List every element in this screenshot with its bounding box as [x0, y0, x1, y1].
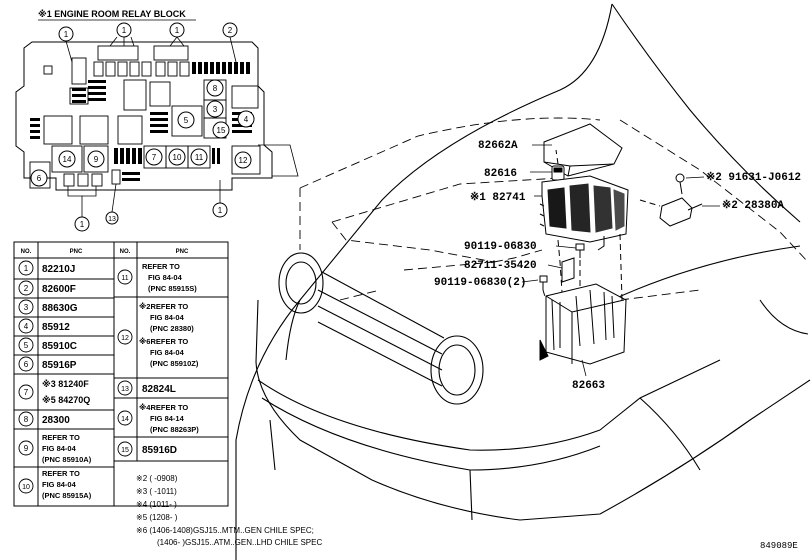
note-2: ※2 ( -0908): [136, 474, 178, 483]
row-2-no: 2: [24, 284, 29, 293]
callout-6[interactable]: 6: [37, 174, 42, 183]
row-7-pnc-a: ※3 81240F: [42, 379, 89, 389]
row-13-no: 13: [121, 386, 129, 393]
callout-13[interactable]: 13: [108, 216, 116, 223]
callout-1-bottom-right[interactable]: 1: [218, 206, 223, 215]
callout-1-top-right[interactable]: 1: [175, 26, 180, 35]
row-12-no: 12: [121, 335, 129, 342]
label-relay-82616[interactable]: 82616: [484, 168, 517, 180]
row-12-line-3: (PNC 28380): [150, 324, 194, 333]
note-5: ※5 (1208- ): [136, 513, 178, 522]
bolt-2[interactable]: [539, 275, 548, 290]
row-12-line-4: ※6REFER TO: [139, 337, 188, 346]
row-4-pnc: 85912: [42, 322, 70, 333]
row-14-line-2: FIG 84-14: [150, 414, 185, 423]
row-9-line-1: REFER TO: [42, 433, 80, 442]
callout-9[interactable]: 9: [94, 155, 99, 164]
relay-assembly: [539, 123, 703, 365]
row-14-line-1: ※4REFER TO: [139, 403, 188, 412]
callout-7[interactable]: 7: [152, 153, 157, 162]
label-sensor-28380a[interactable]: ※2 28380A: [722, 199, 784, 212]
row-12-line-5: FIG 84-04: [150, 348, 185, 357]
label-bolt-90119-06830[interactable]: 90119-06830: [464, 241, 537, 253]
callout-3[interactable]: 3: [213, 105, 218, 114]
row-14-no: 14: [121, 416, 129, 423]
row-8-pnc: 28300: [42, 415, 70, 426]
row-6-pnc: 85916P: [42, 360, 77, 371]
row-5-pnc: 85910C: [42, 341, 77, 352]
parts-table: [13, 241, 229, 507]
callout-15[interactable]: 15: [217, 126, 226, 135]
row-15-pnc: 85916D: [142, 445, 177, 456]
row-3-pnc: 88630G: [42, 303, 78, 314]
table-header-no: NO.: [21, 249, 32, 255]
label-cover-82662a[interactable]: 82662A: [478, 140, 518, 152]
bracket-part[interactable]: [561, 257, 575, 283]
callout-12[interactable]: 12: [239, 156, 248, 165]
callout-11[interactable]: 11: [195, 153, 204, 162]
row-12-line-6: (PNC 85910Z): [150, 359, 199, 368]
row-11-line-3: (PNC 85915S): [148, 284, 197, 293]
row-10-no: 10: [22, 484, 30, 491]
note-6-b: (1406- )GSJ15..ATM..GEN..LHD CHILE SPEC: [157, 538, 322, 547]
note-6-a: ※6 (1406-1408)GSJ15..MTM..GEN CHILE SPEC…: [136, 526, 314, 535]
table-header-pnc: PNC: [70, 249, 83, 255]
row-10-line-3: (PNC 85915A): [42, 491, 92, 500]
row-12-line-1: ※2REFER TO: [139, 302, 188, 311]
callout-2[interactable]: 2: [228, 26, 233, 35]
sensor-part[interactable]: [659, 197, 693, 227]
row-7-no: 7: [24, 388, 29, 397]
callout-8[interactable]: 8: [213, 84, 218, 93]
row-7-pnc-b: ※5 84270Q: [42, 395, 90, 405]
row-9-no: 9: [24, 444, 29, 453]
row-11-line-1: REFER TO: [142, 262, 180, 271]
callout-4[interactable]: 4: [244, 115, 249, 124]
row-9-line-2: FIG 84-04: [42, 444, 77, 453]
label-tray-82663[interactable]: 82663: [572, 380, 605, 392]
row-5-no: 5: [24, 341, 29, 350]
note-3: ※3 ( -1011): [136, 487, 177, 496]
callout-10[interactable]: 10: [173, 153, 182, 162]
figure-id: 849089E: [760, 541, 798, 551]
row-10-line-2: FIG 84-04: [42, 480, 77, 489]
callout-1-bottom-left[interactable]: 1: [80, 220, 85, 229]
footnotes: ※2 ( -0908) ※3 ( -1011) ※4 (1011- ) ※5 (…: [136, 474, 322, 547]
row-13-pnc: 82824L: [142, 384, 176, 395]
row-11-line-2: FIG 84-04: [148, 273, 183, 282]
table-header-pnc-2: PNC: [176, 249, 189, 255]
relay-block-title: ※1 ENGINE ROOM RELAY BLOCK: [38, 9, 186, 19]
relay-block-inset: ※1 ENGINE ROOM RELAY BLOCK: [15, 9, 299, 232]
label-relay-block-82741[interactable]: ※1 82741: [470, 191, 526, 204]
row-14-line-3: (PNC 88263P): [150, 425, 199, 434]
row-3-no: 3: [24, 303, 29, 312]
clip-part[interactable]: [675, 173, 685, 195]
callout-1-top-mid[interactable]: 1: [122, 26, 127, 35]
row-15-no: 15: [121, 447, 129, 454]
row-2-pnc: 82600F: [42, 284, 76, 295]
row-6-no: 6: [24, 360, 29, 369]
table-header-no-2: NO.: [120, 249, 131, 255]
row-12-line-2: FIG 84-04: [150, 313, 185, 322]
label-bracket-82711-35420[interactable]: 82711-35420: [464, 260, 537, 272]
row-4-no: 4: [24, 322, 29, 331]
row-9-line-3: (PNC 85910A): [42, 455, 92, 464]
tray-part[interactable]: [545, 283, 627, 365]
row-11-no: 11: [121, 275, 128, 282]
callout-5[interactable]: 5: [184, 116, 189, 125]
row-10-line-1: REFER TO: [42, 469, 80, 478]
callout-1-top-left[interactable]: 1: [64, 30, 69, 39]
label-bolt-90119-06830-2[interactable]: 90119-06830(2): [434, 277, 526, 289]
note-4: ※4 (1011- ): [136, 500, 177, 509]
vehicle-front-outline: [235, 3, 811, 560]
row-1-no: 1: [24, 264, 29, 273]
label-clip-91631-j0612[interactable]: ※2 91631-J0612: [706, 171, 801, 184]
callout-14[interactable]: 14: [63, 155, 72, 164]
row-1-pnc: 82210J: [42, 264, 75, 275]
row-8-no: 8: [24, 415, 29, 424]
